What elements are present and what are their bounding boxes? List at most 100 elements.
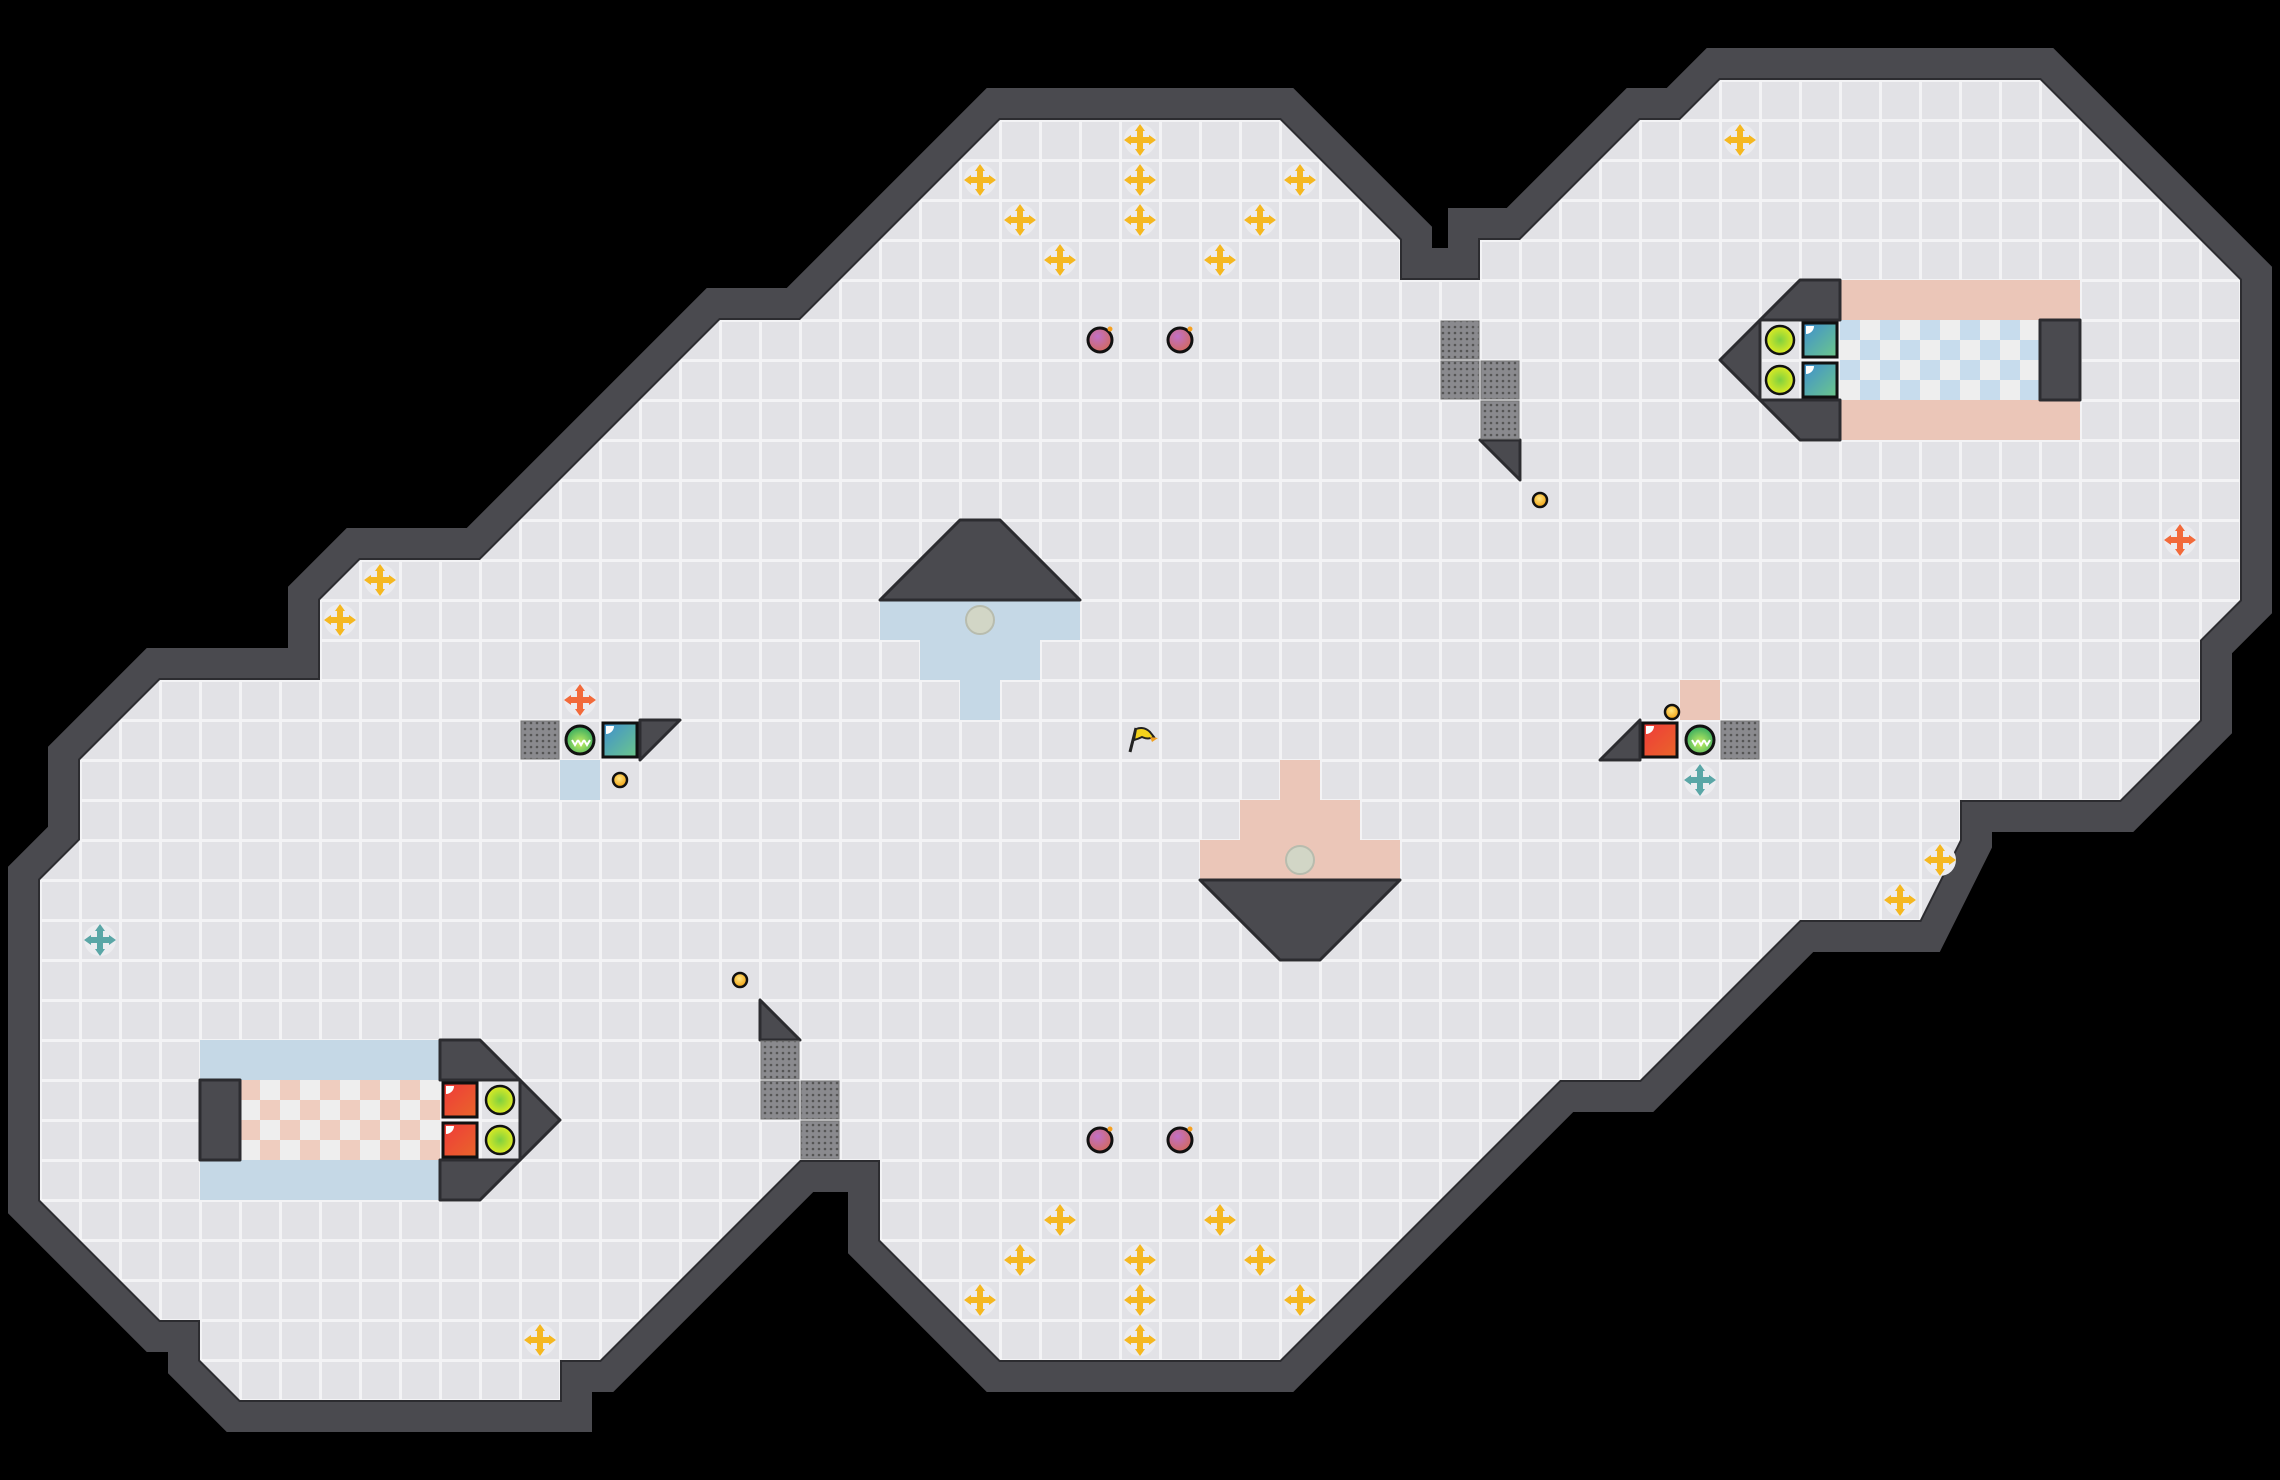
grate-block	[800, 1080, 840, 1120]
checker-cell	[1900, 340, 1920, 360]
grate-block	[1480, 360, 1520, 400]
base-border-tile	[2040, 280, 2080, 320]
crate-shine	[1806, 366, 1814, 374]
speed-boost-icon	[1684, 724, 1716, 756]
red-zone-tile	[1200, 840, 1240, 880]
checker-cell	[2000, 340, 2020, 360]
cross-arrowheads	[1044, 244, 1076, 276]
boost-chevrons	[571, 739, 591, 747]
health-cross-icon	[1284, 1284, 1316, 1316]
checker-cell	[400, 1100, 420, 1120]
cross-shape	[1931, 851, 1949, 869]
base-border-tile	[1960, 400, 2000, 440]
base-border-tile	[200, 1160, 240, 1200]
checker-cell	[1960, 340, 1980, 360]
checker-cell	[1940, 360, 1960, 380]
checker-cell	[1840, 340, 1860, 360]
blue-zone-tile	[1040, 600, 1080, 640]
spawn-point-icon	[484, 1124, 516, 1156]
cross-shape	[1691, 771, 1709, 789]
red-team-crate-icon	[441, 1121, 479, 1159]
teal-cross-icon	[1684, 764, 1716, 796]
cross-arrowheads	[1204, 1204, 1236, 1236]
checker-cell	[2020, 380, 2040, 400]
crate-body	[1801, 361, 1839, 399]
health-cross-icon	[1204, 244, 1236, 276]
checker-cell	[300, 1080, 320, 1100]
bomb-icon	[1086, 326, 1114, 354]
health-cross-icon	[1284, 164, 1316, 196]
cross-arrowheads	[2164, 524, 2196, 556]
checker-cell	[360, 1120, 380, 1140]
base-border-tile	[1840, 400, 1880, 440]
base-border-tile	[320, 1160, 360, 1200]
red-zone-tile	[1240, 800, 1280, 840]
cross-arrowheads	[1004, 1244, 1036, 1276]
checker-cell	[320, 1120, 340, 1140]
cross-shape	[1131, 1331, 1149, 1349]
checker-cell	[260, 1140, 280, 1160]
checker-cell	[300, 1140, 320, 1160]
pyramid-obstacle-bottom	[1198, 878, 1402, 962]
cross-shape	[91, 931, 109, 949]
blue-team-crate-icon	[601, 721, 639, 759]
checker-cell	[1980, 380, 2000, 400]
cross-arrowheads	[1244, 204, 1276, 236]
base-border-tile	[1880, 400, 1920, 440]
checker-cell	[380, 1080, 400, 1100]
health-cross-icon	[964, 164, 996, 196]
cross-arrowheads	[1884, 884, 1916, 916]
cross-arrowheads	[1204, 244, 1236, 276]
checker-cell	[1940, 320, 1960, 340]
blue-zone-tile	[960, 640, 1000, 680]
base-border-tile	[240, 1160, 280, 1200]
health-cross-icon	[364, 564, 396, 596]
checker-cell	[240, 1100, 260, 1120]
checker-cell	[340, 1140, 360, 1160]
crate-shine	[606, 726, 614, 734]
checker-cell	[320, 1140, 340, 1160]
checker-cell	[1940, 340, 1960, 360]
checker-cell	[420, 1120, 440, 1140]
crate-shine	[1646, 726, 1654, 734]
red-zone-tile	[1680, 680, 1720, 720]
crate-shine	[1806, 326, 1814, 334]
checker-cell	[360, 1080, 380, 1100]
grate-block	[760, 1040, 800, 1080]
pickups	[84, 124, 2196, 1356]
base-border-tile	[1920, 280, 1960, 320]
spawn-point-icon	[1764, 324, 1796, 356]
base-border-tile	[2040, 400, 2080, 440]
cross-arrowheads	[1124, 164, 1156, 196]
spawn-point-icon	[1764, 364, 1796, 396]
base-border-tile	[360, 1160, 400, 1200]
health-cross-icon	[1884, 884, 1916, 916]
blue-zone-tile	[960, 680, 1000, 720]
base-border-tile	[280, 1160, 320, 1200]
checker-cell	[1920, 380, 1940, 400]
cross-shape	[1211, 251, 1229, 269]
zones	[200, 280, 2080, 1200]
cross-shape	[371, 571, 389, 589]
checker-cell	[360, 1140, 380, 1160]
base-wall	[1758, 278, 1842, 322]
checker-cell	[420, 1140, 440, 1160]
checker-cell	[2000, 360, 2020, 380]
checker-cell	[1940, 380, 1960, 400]
base-border-tile	[320, 1040, 360, 1080]
cross-arrowheads	[1284, 164, 1316, 196]
cross-shape	[331, 611, 349, 629]
spawn-point-icon	[484, 1084, 516, 1116]
blue-zone-tile	[920, 600, 960, 640]
cross-arrowheads	[1684, 764, 1716, 796]
base-wall	[438, 1158, 522, 1202]
blue-zone-tile	[560, 760, 600, 800]
checker-cell	[400, 1080, 420, 1100]
boost-circle	[1684, 724, 1716, 756]
checker-cell	[2000, 320, 2020, 340]
cross-arrowheads	[564, 684, 596, 716]
checker-cell	[1840, 360, 1860, 380]
cross-shape	[971, 171, 989, 189]
health-cross-icon	[1124, 1244, 1156, 1276]
